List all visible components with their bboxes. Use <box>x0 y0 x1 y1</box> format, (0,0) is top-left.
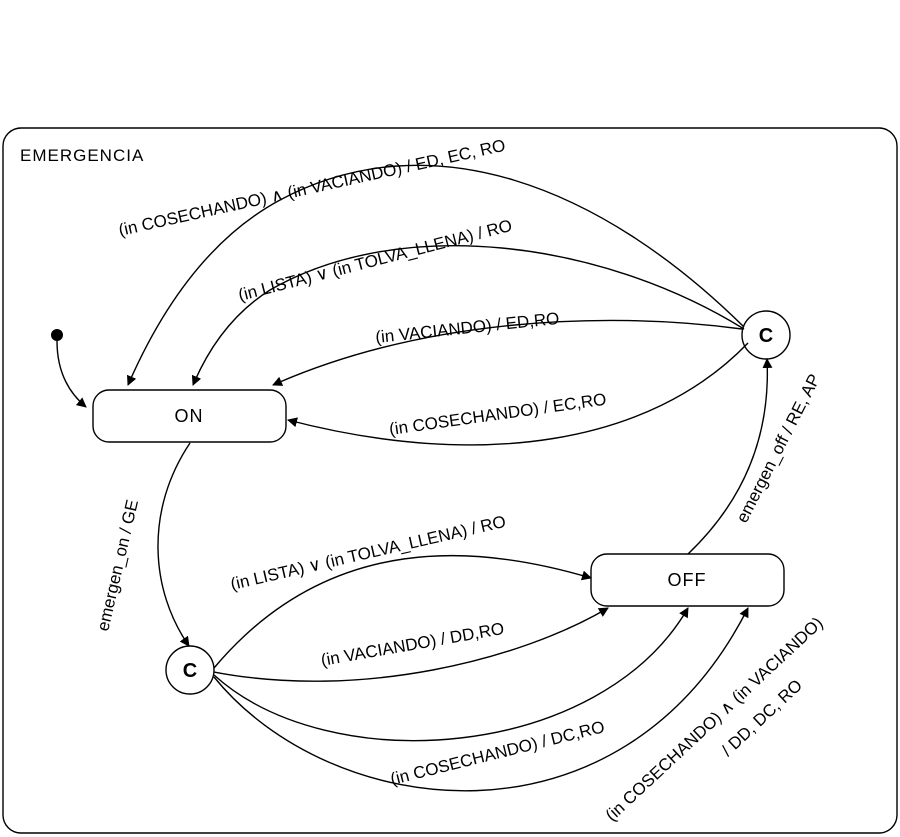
label-t2: (in LISTA) ∨ (in TOLVA_LLENA) / RO <box>236 216 514 305</box>
superstate-title: EMERGENCIA <box>20 146 144 165</box>
label-t8: (in VACIANDO) / DD,RO <box>319 619 505 670</box>
edge-t9 <box>213 607 689 742</box>
edge-t10 <box>213 607 749 792</box>
label-t5: emergen_on / GE <box>93 498 142 633</box>
emergencia-superstate <box>2 127 898 834</box>
edge-t6 <box>687 358 773 555</box>
label-t10b: / DD, DC, RO <box>718 676 806 760</box>
condition-bottom-label: C <box>183 660 197 682</box>
edge-t7 <box>213 554 592 669</box>
state-on: ON <box>92 389 287 443</box>
edge-t4 <box>287 342 749 446</box>
label-t1: (in COSECHANDO) ∧ (in VACIANDO) / ED, EC… <box>117 136 507 240</box>
condition-bottom: C <box>165 645 215 695</box>
condition-top: C <box>741 310 791 360</box>
label-t4: (in COSECHANDO) / EC,RO <box>388 390 608 439</box>
label-t7: (in LISTA) ∨ (in TOLVA_LLENA) / RO <box>229 512 508 594</box>
edge-t3 <box>272 319 743 386</box>
initial-transition <box>56 340 87 408</box>
condition-top-label: C <box>759 325 773 347</box>
edge-t1 <box>127 164 745 386</box>
state-off: OFF <box>590 553 785 607</box>
label-t9: (in COSECHANDO) / DC,RO <box>388 717 606 789</box>
label-t10a: (in COSECHANDO) ∧ (in VACIANDO) <box>602 613 827 825</box>
edge-t8 <box>213 607 609 682</box>
state-on-label: ON <box>175 406 204 426</box>
label-t3: (in VACIANDO) / ED,RO <box>374 309 560 347</box>
edge-t2 <box>191 245 745 386</box>
initial-state-dot <box>51 329 63 341</box>
edge-t5 <box>157 442 191 647</box>
state-off-label: OFF <box>668 570 707 590</box>
label-t6: emergen_off / RE, AP <box>733 371 824 526</box>
